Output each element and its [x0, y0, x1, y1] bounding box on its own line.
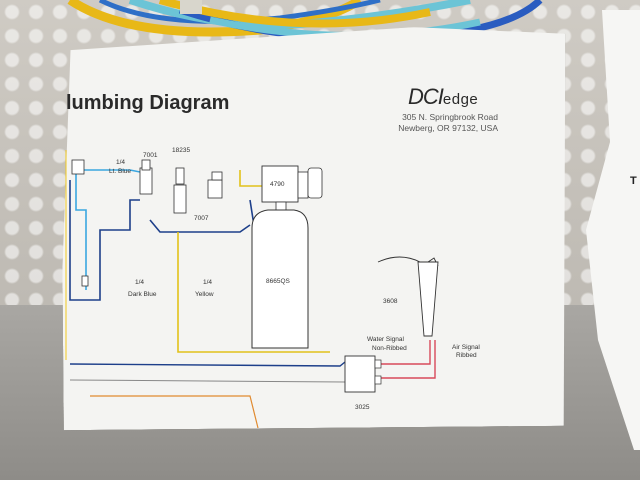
label-8665qs: 8665QS: [266, 278, 291, 285]
label-ribbed: Ribbed: [456, 352, 477, 359]
label-yellow-size: 1/4: [203, 279, 212, 286]
label-lt-blue-color: Lt. Blue: [109, 168, 131, 175]
red-line: [380, 340, 431, 365]
label-18235: 18235: [172, 147, 190, 154]
address-line-2: Newberg, OR 97132, USA: [398, 123, 498, 133]
syringe-3608: [377, 256, 439, 337]
label-dark-blue-color: Dark Blue: [128, 291, 157, 298]
label-4790: 4790: [270, 181, 285, 188]
label-yellow-color: Yellow: [195, 291, 214, 298]
label-3608: 3608: [383, 298, 398, 305]
label-non-ribbed: Non-Ribbed: [372, 345, 407, 352]
grey-line: [69, 379, 346, 383]
left-valve-component: [71, 159, 89, 287]
valve-7007: [207, 171, 223, 199]
red-line: [380, 340, 436, 379]
logo-brand: DCI: [408, 84, 444, 109]
light-blue-line: [72, 171, 87, 290]
yellow-line: [177, 232, 330, 353]
filter-18235: [173, 167, 187, 214]
tube-clip: [180, 0, 202, 14]
dark-blue-line: [69, 180, 140, 301]
bottle-8665qs: [251, 201, 309, 349]
right-sheet-letter: T: [630, 175, 637, 187]
label-dark-blue-size: 1/4: [135, 279, 144, 286]
logo-suffix: edge: [442, 91, 479, 108]
valve-7001: [139, 159, 153, 195]
label-water-signal: Water Signal: [367, 336, 405, 343]
diagram-title: lumbing Diagram: [66, 92, 230, 114]
manifold-3025: [344, 355, 382, 393]
regulator-4790: [261, 165, 323, 203]
label-7007: 7007: [194, 215, 209, 222]
dark-blue-line: [69, 361, 346, 367]
label-air-signal: Air Signal: [452, 344, 480, 351]
label-lt-blue-size: 1/4: [116, 159, 125, 166]
dci-edge-logo: DCIedge: [408, 84, 478, 110]
yellow-line: [239, 170, 262, 187]
orange-line: [90, 395, 259, 429]
label-7001: 7001: [143, 152, 158, 159]
dark-blue-line: [149, 219, 251, 233]
address-line-1: 305 N. Springbrook Road: [402, 112, 498, 122]
company-address: 305 N. Springbrook Road Newberg, OR 9713…: [388, 112, 498, 134]
label-3025: 3025: [355, 404, 370, 411]
light-blue-line: [80, 169, 141, 173]
